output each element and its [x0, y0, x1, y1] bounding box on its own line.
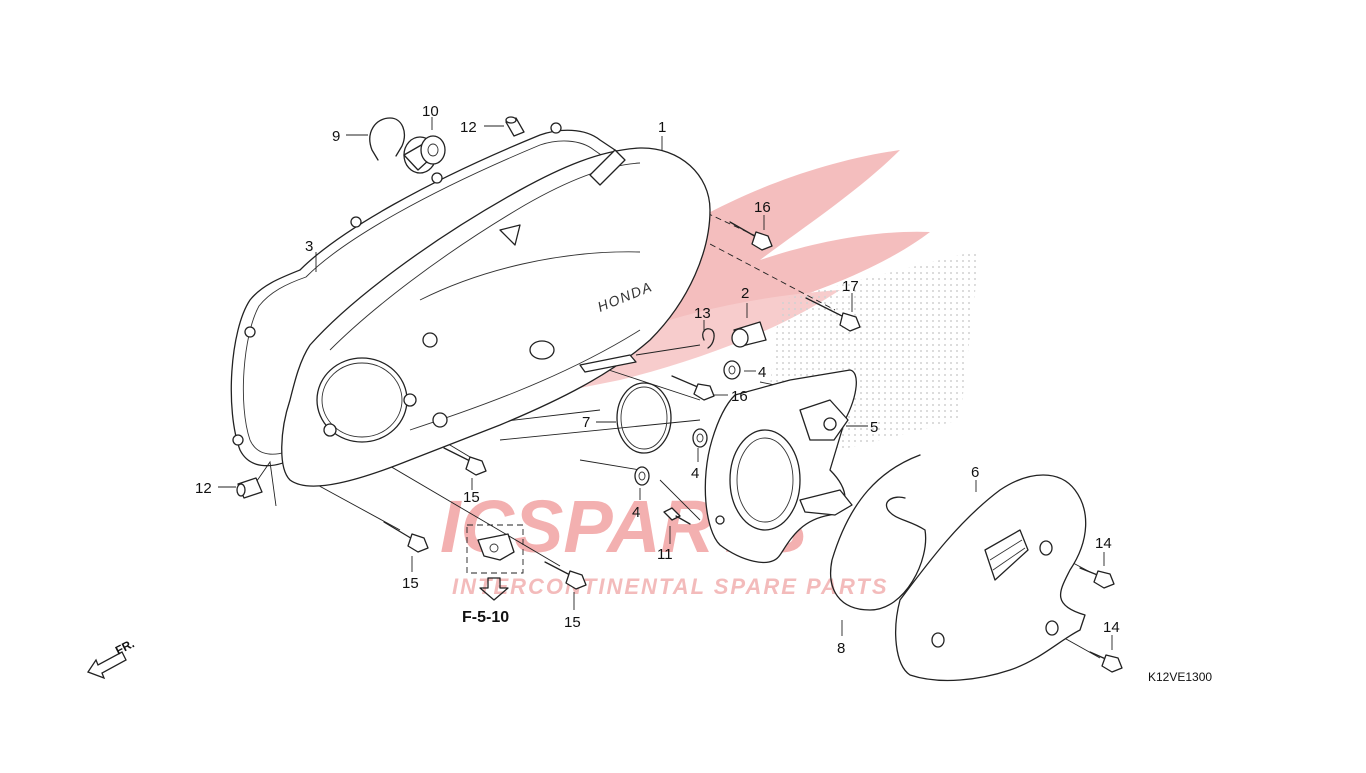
- callout-15-center: 15: [463, 489, 480, 506]
- callout-4-b: 4: [691, 465, 699, 482]
- grommet-c: [634, 466, 650, 486]
- bearing: [403, 135, 446, 174]
- arrow-fr-icon: [87, 651, 127, 680]
- inner-cover-mount: [799, 399, 849, 441]
- bolt-15-right: [544, 561, 587, 590]
- reference-code: K12VE1300: [1148, 670, 1212, 684]
- left-crankcase-cover: HONDA: [281, 147, 711, 487]
- grommet-b: [692, 428, 708, 448]
- callout-14-upper: 14: [1095, 535, 1112, 552]
- callout-17: 17: [842, 278, 859, 295]
- outer-cover: [895, 474, 1087, 682]
- watermark-tagline: INTERCONTINENTAL SPARE PARTS: [452, 574, 889, 599]
- cover-tab: [499, 224, 521, 246]
- bolt-16-lower: [671, 375, 715, 401]
- inner-cover: [704, 369, 857, 564]
- small-circlip: [702, 328, 715, 349]
- bolt-14-lower: [1089, 651, 1123, 673]
- callout-leaders: [218, 117, 1113, 650]
- callout-7: 7: [582, 414, 590, 431]
- bolt-15-left: [383, 521, 429, 553]
- o-ring: [616, 382, 672, 454]
- callout-14-lower: 14: [1103, 619, 1120, 636]
- bolt-15-center: [443, 447, 487, 476]
- callout-11: 11: [657, 546, 673, 563]
- dowel-pin-lower: [236, 477, 263, 499]
- circlip: [369, 117, 405, 161]
- grommet-a: [723, 360, 741, 380]
- cover-boss-top: [589, 149, 626, 186]
- callout-12-lower: 12: [195, 480, 212, 497]
- bolt-14-upper: [1079, 567, 1115, 589]
- callouts: 1 2 3 4 4 4 5 6 7 8 9 10 11 12 12 13 14 …: [195, 103, 1120, 657]
- callout-12-upper: 12: [460, 119, 477, 136]
- reference-clip: [466, 524, 524, 601]
- callout-15-right: 15: [564, 614, 581, 631]
- callout-6: 6: [971, 464, 979, 481]
- callout-5: 5: [870, 419, 878, 436]
- screw: [663, 507, 691, 525]
- callout-1: 1: [658, 119, 666, 136]
- callout-4-a: 4: [758, 364, 766, 381]
- front-direction-indicator: FR.: [87, 636, 137, 680]
- callout-3: 3: [305, 238, 313, 255]
- callout-2: 2: [741, 285, 749, 302]
- seal-wire: [830, 454, 927, 611]
- callout-4-c: 4: [632, 504, 640, 521]
- callout-9: 9: [332, 128, 340, 145]
- bolt-17: [805, 297, 861, 332]
- cross-reference-label: F-5-10: [462, 609, 509, 626]
- callout-16-upper: 16: [754, 199, 771, 216]
- cover-oil-port: [529, 340, 555, 360]
- callout-8: 8: [837, 640, 845, 657]
- callout-15-left: 15: [402, 575, 419, 592]
- dowel-pin-upper: [505, 116, 525, 137]
- callout-16-lower: 16: [731, 388, 748, 405]
- cover-drain-tube: [579, 354, 637, 373]
- callout-10: 10: [422, 103, 439, 120]
- callout-13: 13: [694, 305, 711, 322]
- bolt-16-upper: [729, 221, 773, 251]
- reference-arrow: [479, 577, 509, 601]
- breather-fitting: [731, 321, 767, 348]
